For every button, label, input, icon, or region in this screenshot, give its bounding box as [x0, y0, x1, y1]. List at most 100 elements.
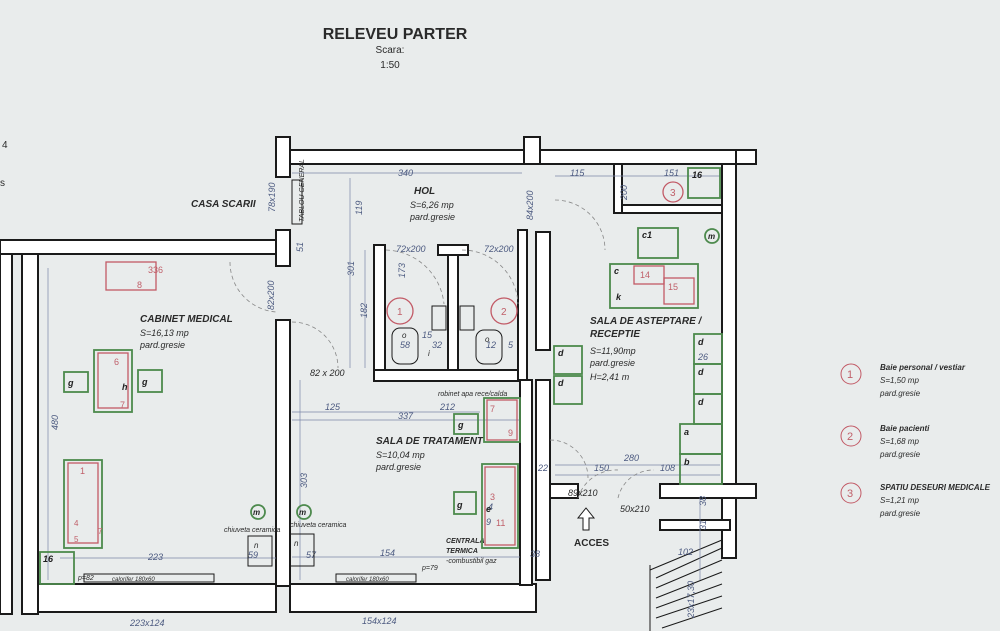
legend: 1 Baie personal / vestiar S=1,50 mp pard… — [840, 363, 991, 518]
entrance-arrow-icon — [576, 507, 596, 531]
dim-label: 26 — [697, 352, 708, 362]
dim-label: 50x210 — [620, 504, 650, 514]
scale-label: Scara: — [376, 45, 405, 56]
room-name-tratament: SALA DE TRATAMENT — [376, 436, 484, 447]
dim-label: 151 — [664, 168, 679, 178]
furniture-letter: c1 — [642, 230, 652, 240]
furniture-number: 7 — [98, 527, 103, 536]
dim-label: 78x190 — [267, 182, 277, 212]
dim-label: 337 — [398, 411, 414, 421]
room-floor-cabinet: pard.gresie — [139, 340, 185, 350]
dim-label: 4 — [488, 502, 493, 512]
furniture-letter: g — [456, 500, 463, 510]
legend-title: Baie personal / vestiar — [880, 363, 966, 372]
furniture-letter: n — [254, 541, 259, 550]
room-floor-tratament: pard.gresie — [375, 462, 421, 472]
dim-label: 154 — [380, 548, 395, 558]
furniture-letter: b — [684, 457, 690, 467]
furniture-number: 15 — [668, 282, 678, 292]
legend-title: Baie pacienti — [880, 424, 930, 433]
dim-label: 32 — [432, 340, 442, 350]
entrance-label: ACCES — [574, 538, 609, 549]
furniture-letter: m — [708, 232, 715, 241]
room-name-hol: HOL — [414, 186, 435, 197]
furniture-letter: k — [616, 292, 622, 302]
furniture-letter: h — [122, 382, 128, 392]
dim-label: 59 — [248, 550, 258, 560]
dim-label: 89x210 — [568, 488, 598, 498]
walls — [0, 136, 757, 615]
furniture-number: 14 — [640, 270, 650, 280]
boiler-label: CENTRALA — [446, 538, 485, 545]
legend-number: 3 — [847, 488, 853, 500]
scale-value: 1:50 — [380, 60, 400, 71]
legend-item-2: 2 Baie pacienti S=1,68 mp pard.gresie — [840, 424, 930, 459]
door-swings — [229, 199, 655, 499]
left-margin-text: s — [0, 178, 5, 189]
fixture-label: i — [428, 349, 430, 358]
dim-label: 223 — [147, 552, 163, 562]
furniture-number: 4 — [74, 519, 79, 528]
dim-label: 108 — [660, 463, 675, 473]
room-floor-hol: pard.gresie — [409, 212, 455, 222]
boiler-label: -combustibil gaz — [446, 558, 497, 565]
dim-label: 115 — [570, 168, 585, 178]
legend-title: SPATIU DESEURI MEDICALE — [880, 483, 991, 492]
dim-label: 212 — [439, 402, 455, 412]
dim-label: 182 — [359, 303, 369, 318]
stair: 23x17,30 — [649, 539, 723, 631]
furniture-letter: c — [614, 266, 619, 276]
room-marker: 2 — [501, 307, 507, 318]
dim-label: 84x200 — [525, 190, 535, 220]
dim-label: 340 — [398, 168, 413, 178]
legend-floor: pard.gresie — [879, 509, 921, 518]
dim-label: 301 — [346, 261, 356, 276]
water-tap-label: robinet apa rece/calda — [438, 391, 507, 398]
legend-area: S=1,68 mp — [880, 437, 919, 446]
dim-label: 12 — [486, 340, 496, 350]
dim-label: 303 — [299, 473, 309, 488]
furniture-number: 8 — [137, 280, 142, 290]
furniture-number: 3 — [490, 492, 495, 502]
plan-title: RELEVEU PARTER — [323, 26, 468, 43]
furniture-letter: m — [253, 508, 260, 517]
dim-label: 22 — [537, 463, 548, 473]
dim-label: 119 — [354, 201, 364, 215]
dim-label: 150 — [594, 463, 609, 473]
dim-label: 58 — [400, 340, 410, 350]
furniture-letter: d — [558, 348, 564, 358]
furniture-letter: d — [698, 367, 704, 377]
dim-label: 102 — [678, 547, 693, 557]
dim-label: 15 — [422, 330, 433, 340]
sink-label: chiuveta ceramica — [224, 527, 281, 534]
furniture-number: 16 — [692, 170, 703, 180]
dim-label: 5 — [508, 340, 514, 350]
annotations: TABLOU GENERAL robinet apa rece/calda ch… — [77, 159, 609, 583]
dim-label: 480 — [50, 415, 60, 430]
radiator-label: calorifer 180x60 — [112, 577, 155, 583]
room-area-tratament: S=10,04 mp — [376, 450, 425, 460]
furniture-letter: d — [698, 397, 704, 407]
legend-area: S=1,21 mp — [880, 496, 919, 505]
furniture-letter: d — [698, 337, 704, 347]
dim-label: 82 x 200 — [310, 368, 345, 378]
window-dim-left: 223x124 — [129, 618, 165, 628]
legend-number: 1 — [847, 369, 853, 381]
room-name-cabinet: CABINET MEDICAL — [140, 314, 233, 325]
room-area-asteptare: S=11,90mp — [590, 346, 636, 356]
room-name-casa-scarii: CASA SCARII — [191, 199, 256, 210]
furniture-number: 11 — [496, 518, 505, 528]
stair-dim: 23x17,30 — [686, 581, 696, 619]
dim-label: 125 — [325, 402, 341, 412]
room-marker: 3 — [670, 188, 676, 199]
dim-label: 72x200 — [396, 244, 426, 254]
furniture-number: 7 — [490, 404, 495, 414]
room-name-receptie: RECEPTIE — [590, 329, 640, 340]
dim-label: 51 — [295, 242, 305, 252]
furniture-letter: n — [294, 539, 299, 548]
furniture-number: 9 — [508, 428, 513, 438]
furniture-letter: g — [67, 378, 74, 388]
sink-label: chiuveta ceramica — [290, 522, 347, 529]
furniture-number: 5 — [74, 535, 79, 544]
